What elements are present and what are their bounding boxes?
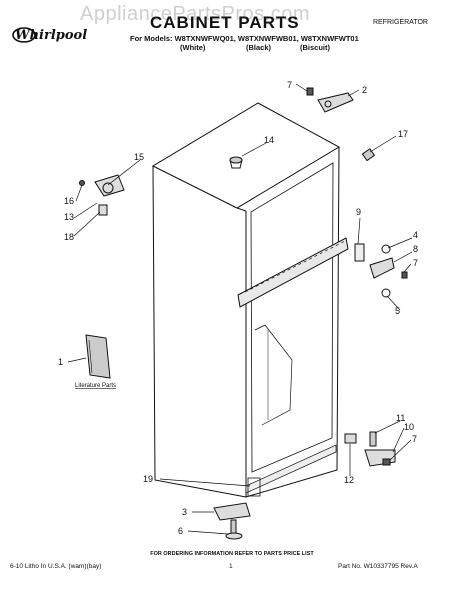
callout-7-bottom: 7: [412, 434, 417, 444]
models-line: For Models: W8TXNWFWQ01, W8TXNWFWB01, W8…: [130, 34, 359, 43]
callout-1: 1: [58, 357, 63, 367]
callout-17: 17: [398, 129, 408, 139]
callout-14: 14: [264, 135, 274, 145]
leveler-bracket: [213, 502, 251, 521]
cabinet-front-right: [245, 146, 340, 498]
callout-3: 3: [182, 507, 187, 517]
callout-18: 18: [64, 232, 74, 242]
callout-7-top: 7: [287, 80, 292, 90]
callout-7-mid: 7: [413, 258, 418, 268]
hinge-pin-bracket: [94, 174, 125, 197]
page-title: CABINET PARTS: [150, 13, 300, 32]
callout-19: 19: [143, 474, 153, 484]
appliance-category: REFRIGERATOR: [373, 19, 428, 26]
ordering-note: FOR ORDERING INFORMATION REFER TO PARTS …: [150, 551, 314, 557]
cabinet-top: [151, 102, 341, 209]
color-black: (Black): [246, 43, 272, 52]
literature-booklet: [85, 334, 111, 379]
brand-text: Whirlpool: [15, 28, 87, 43]
callout-12: 12: [344, 475, 354, 485]
interior-step: [254, 324, 293, 426]
part-number: Part No. W10337795 Rev.A: [338, 563, 418, 570]
cabinet-left-side: [152, 165, 247, 498]
callout-8: 8: [413, 244, 418, 254]
callout-15: 15: [134, 152, 144, 162]
callout-11: 11: [396, 413, 405, 423]
callout-5: 5: [395, 306, 400, 316]
callout-6: 6: [178, 526, 183, 536]
bottom-rail: [245, 444, 337, 494]
callout-10: 10: [404, 422, 414, 432]
watermark: AppliancePartsPros.com: [80, 3, 310, 25]
litho-info: 6-10 Litho In U.S.A. (wam)(bay): [10, 563, 102, 570]
center-hinge: [369, 257, 395, 279]
callout-4: 4: [413, 230, 418, 240]
cabinet-foot: [247, 477, 261, 497]
callout-9: 9: [356, 207, 361, 217]
divider-rail: [237, 237, 349, 308]
color-biscuit: (Biscuit): [300, 43, 330, 52]
callout-13: 13: [64, 212, 74, 222]
top-hinge: [317, 92, 354, 113]
page-number: 1: [229, 563, 233, 570]
whirlpool-logo: Whirlpool: [12, 27, 87, 43]
color-white: (White): [180, 43, 206, 52]
callout-2: 2: [362, 85, 367, 95]
callout-16: 16: [64, 196, 74, 206]
literature-parts-label: Literature Parts: [75, 383, 116, 389]
cabinet-opening: [250, 162, 334, 473]
